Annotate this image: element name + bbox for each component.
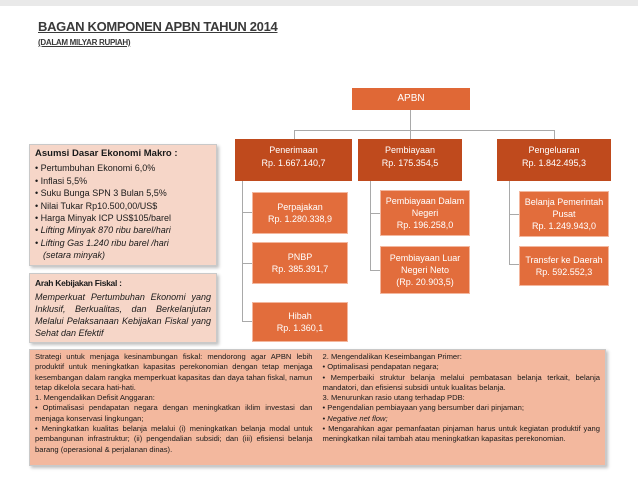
tkd-label: Transfer ke Daerah [525, 255, 603, 265]
pdn-label: Pembiayaan Dalam Negeri [385, 196, 465, 218]
strategi-paragraph: • Mengarahkan agar pemanfaatan pinjaman … [322, 424, 601, 444]
asumsi-heading: Asumsi Dasar Ekonomi Makro : [35, 148, 178, 159]
connector-hibah [242, 321, 252, 322]
hibah-label: Hibah [288, 311, 312, 321]
strategi-paragraph: • Negative net flow; [322, 413, 388, 423]
page-title: BAGAN KOMPONEN APBN TAHUN 2014 [38, 19, 278, 34]
strategi-paragraph: 3. Menurunkan rasio utang terhadap PDB: [322, 393, 465, 403]
bpp-value: Rp. 1.249.943,0 [531, 221, 597, 231]
pln-label: Pembiayaan Luar Negeri Neto [389, 253, 461, 275]
connector-pln [370, 270, 380, 271]
connector-apbn-down [410, 110, 411, 130]
pnbp-label: PNBP [287, 252, 313, 262]
asumsi-item: • Harga Minyak ICP US$105/barel [35, 213, 172, 224]
arah-kebijakan-panel: Arah Kebijakan Fiskal : Memperkuat Pertu… [29, 273, 217, 343]
pembiayaan-label: Pembiayaan [384, 145, 436, 155]
strategi-paragraph: • Optimalisasi pendapatan negara; [322, 362, 439, 372]
pembiayaan-dalam-negeri-box: Pembiayaan Dalam Negeri Rp. 196.258,0 [380, 190, 470, 236]
asumsi-dasar-panel: Asumsi Dasar Ekonomi Makro : • Pertumbuh… [29, 144, 217, 266]
connector-bpp [509, 214, 519, 215]
bpp-label: Belanja Pemerintah Pusat [524, 197, 604, 219]
connector-horizontal [294, 130, 555, 131]
apbn-box: APBN [352, 88, 470, 110]
top-decoration-bar [0, 0, 638, 6]
arah-body: Memperkuat Pertumbuhan Ekonomi yang Inkl… [35, 292, 211, 338]
connector-penerimaan-tree [242, 181, 243, 321]
strategi-paragraph: • Memperbaiki struktur belanja melalui p… [322, 372, 601, 392]
connector-tkd [509, 264, 519, 265]
tkd-value: Rp. 592.552,3 [535, 267, 593, 277]
page-subtitle: (DALAM MILYAR RUPIAH) [38, 38, 131, 47]
transfer-ke-daerah-box: Transfer ke Daerah Rp. 592.552,3 [519, 246, 609, 286]
strategi-paragraph: • Meningkatkan kualitas belanja melalui … [35, 424, 313, 454]
pembiayaan-value: Rp. 175.354,5 [381, 158, 439, 168]
connector-penerimaan [294, 130, 295, 139]
pnbp-value: Rp. 385.391,7 [271, 264, 329, 274]
strategi-right-column: 2. Mengendalikan Keseimbangan Primer: • … [318, 350, 606, 465]
penerimaan-label: Penerimaan [269, 145, 318, 155]
belanja-pemerintah-pusat-box: Belanja Pemerintah Pusat Rp. 1.249.943,0 [519, 191, 609, 237]
penerimaan-value: Rp. 1.667.140,7 [261, 158, 326, 168]
connector-pengeluaran-tree [509, 181, 510, 265]
strategi-panel: Strategi untuk menjaga kesinambungan fis… [29, 349, 606, 466]
strategi-paragraph: • Pengendalian pembiayaan yang bersumber… [322, 403, 525, 413]
asumsi-item: • Pertumbuhan Ekonomi 6,0% [35, 163, 156, 174]
asumsi-item: • Inflasi 5,5% [35, 175, 88, 186]
asumsi-item: • Lifting Gas 1.240 ribu barel /hari [35, 237, 169, 248]
pdn-value: Rp. 196.258,0 [396, 220, 454, 230]
pembiayaan-box: Pembiayaan Rp. 175.354,5 [358, 139, 462, 181]
perpajakan-value: Rp. 1.280.338,9 [267, 214, 333, 224]
connector-pengeluaran [554, 130, 555, 139]
connector-pdn [370, 213, 380, 214]
connector-perpajakan [242, 212, 252, 213]
hibah-box: Hibah Rp. 1.360,1 [252, 302, 348, 342]
strategi-paragraph: • Optimalisasi pendapatan negara dengan … [35, 403, 313, 423]
asumsi-item: (setara minyak) [43, 250, 106, 261]
penerimaan-box: Penerimaan Rp. 1.667.140,7 [235, 139, 352, 181]
connector-pembiayaan-tree [370, 181, 371, 271]
pengeluaran-label: Pengeluaran [528, 145, 580, 155]
strategi-paragraph: Strategi untuk menjaga kesinambungan fis… [35, 352, 313, 392]
asumsi-item: • Nilai Tukar Rp10.500,00/US$ [35, 200, 158, 211]
connector-pembiayaan [410, 130, 411, 139]
pengeluaran-value: Rp. 1.842.495,3 [521, 158, 587, 168]
strategi-left-column: Strategi untuk menjaga kesinambungan fis… [30, 350, 318, 465]
asumsi-item: • Suku Bunga SPN 3 Bulan 5,5% [35, 188, 167, 199]
strategi-paragraph: 2. Mengendalikan Keseimbangan Primer: [322, 352, 462, 361]
connector-pnbp [242, 263, 252, 264]
arah-heading: Arah Kebijakan Fiskal : [35, 278, 122, 288]
perpajakan-label: Perpajakan [277, 202, 323, 212]
strategi-paragraph: 1. Mengendalikan Defisit Anggaran: [35, 393, 155, 403]
pengeluaran-box: Pengeluaran Rp. 1.842.495,3 [497, 139, 611, 181]
asumsi-item: • Lifting Minyak 870 ribu barel/hari [35, 225, 171, 236]
pln-value: (Rp. 20.903,5) [396, 277, 454, 287]
hibah-value: Rp. 1.360,1 [276, 323, 324, 333]
pembiayaan-luar-negeri-box: Pembiayaan Luar Negeri Neto (Rp. 20.903,… [380, 246, 470, 294]
perpajakan-box: Perpajakan Rp. 1.280.338,9 [252, 192, 348, 234]
pnbp-box: PNBP Rp. 385.391,7 [252, 242, 348, 284]
